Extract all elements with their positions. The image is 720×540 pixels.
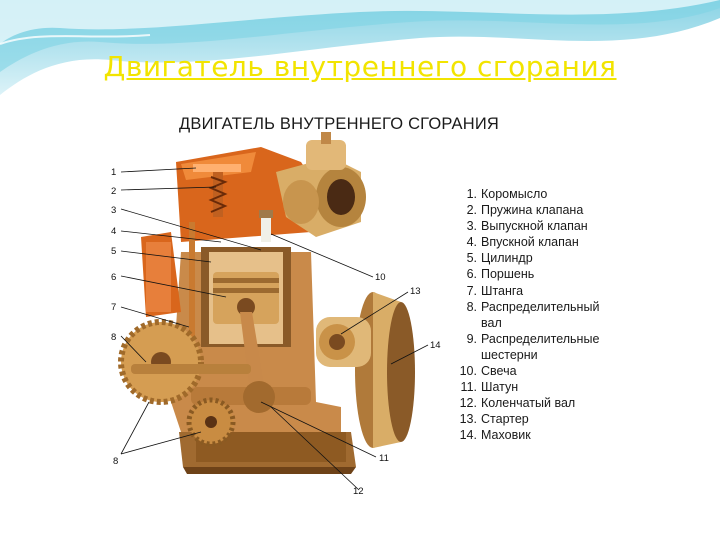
legend-item: 8.Распределительный (466, 299, 600, 314)
legend-item: 10.Свеча (459, 364, 517, 379)
callout-1: 1 (111, 167, 116, 178)
callout-7: 7 (111, 302, 116, 313)
legend-item: 2.Пружина клапана (466, 203, 584, 218)
legend-item: 5.Цилиндр (466, 251, 533, 266)
callout-3: 3 (111, 205, 116, 216)
parts-legend: 1.Коромысло 2.Пружина клапана 3.Выпускно… (456, 186, 600, 444)
legend-item-continuation: шестерни (481, 347, 538, 362)
legend-item: 4.Впускной клапан (466, 235, 579, 250)
callout-10: 10 (375, 272, 386, 283)
callout-8-top: 8 (111, 332, 116, 343)
callout-8-bottom: 8 (113, 456, 118, 467)
callout-13: 13 (410, 286, 421, 297)
legend-item: 12.Коленчатый вал (459, 396, 576, 411)
callout-6: 6 (111, 272, 116, 283)
callout-12: 12 (353, 486, 364, 497)
legend-item: 3.Выпускной клапан (466, 219, 588, 234)
callout-11: 11 (379, 453, 389, 464)
callout-5: 5 (111, 246, 116, 257)
legend-item: 14.Маховик (459, 428, 531, 443)
legend-item: 9.Распределительные (466, 331, 600, 346)
legend-item: 1.Коромысло (466, 187, 548, 201)
figure-title: ДВИГАТЕЛЬ ВНУТРЕННЕГО СГОРАНИЯ (179, 115, 500, 133)
callout-4: 4 (111, 226, 116, 237)
legend-item: 11.Шатун (460, 380, 519, 395)
legend-item: 13.Стартер (459, 412, 529, 427)
legend-item-continuation: вал (481, 315, 502, 330)
legend-item: 7.Штанга (466, 283, 524, 298)
engine-figure: 1 2 3 4 5 6 7 8 8 10 11 12 13 14 ДВИГАТЕ… (101, 102, 620, 499)
engine-cutaway-illustration: 1 2 3 4 5 6 7 8 8 10 11 12 13 14 (111, 132, 441, 497)
slide-title: Двигатель внутреннего сгорания (103, 50, 617, 83)
callout-2: 2 (111, 186, 116, 197)
legend-item: 6.Поршень (466, 267, 535, 282)
callout-14: 14 (430, 340, 441, 351)
